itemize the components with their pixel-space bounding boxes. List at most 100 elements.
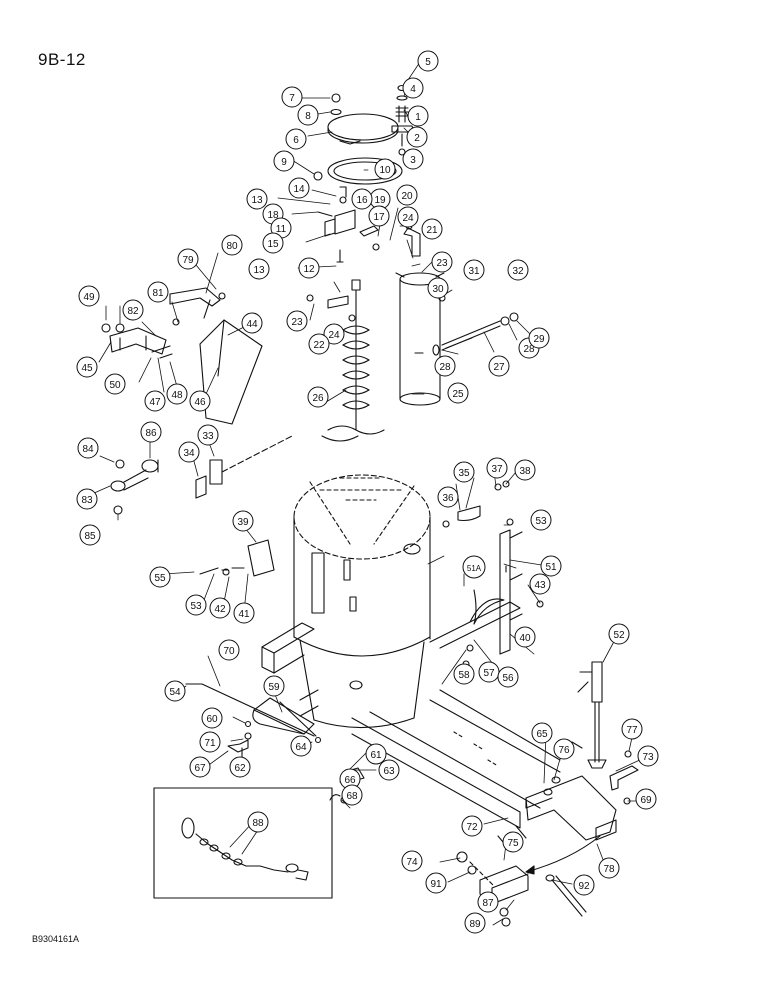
callout-circle: [397, 206, 419, 228]
callout-label: 51: [545, 562, 557, 573]
cable-55-54: [462, 589, 505, 668]
callout-label: 35: [458, 468, 470, 479]
callout-26: 26: [307, 386, 329, 408]
callout-label: 63: [383, 766, 395, 777]
callout-label: 59: [268, 682, 280, 693]
callout-label: 50: [109, 380, 121, 391]
callout-label: 37: [491, 464, 503, 475]
callout-4: 4: [402, 77, 424, 99]
callout-78: 78: [598, 857, 620, 879]
callout-14: 14: [288, 177, 310, 199]
callout-circle: [514, 459, 536, 481]
callout-circle: [281, 86, 303, 108]
callout-label: 41: [238, 609, 250, 620]
callout-circle: [477, 891, 499, 913]
callout-label: 17: [373, 212, 385, 223]
callout-39: 39: [232, 510, 254, 532]
callout-label: 30: [432, 284, 444, 295]
callout-circle: [488, 355, 510, 377]
callout-15: 15: [262, 232, 284, 254]
callout-label: 51A: [467, 564, 482, 573]
callout-circle: [553, 738, 575, 760]
callout-77: 77: [621, 718, 643, 740]
callout-circle: [401, 850, 423, 872]
callout-48: 48: [166, 383, 188, 405]
callout-label: 73: [642, 752, 654, 763]
callout-label: 78: [603, 864, 615, 875]
callout-circle: [79, 524, 101, 546]
callout-circle: [307, 386, 329, 408]
callout-label: 7: [289, 93, 295, 104]
callout-circle: [431, 251, 453, 273]
callout-circle: [201, 707, 223, 729]
callout-label: 11: [276, 224, 287, 235]
callout-circle: [637, 745, 659, 767]
callout-74: 74: [401, 850, 423, 872]
callout-83: 83: [76, 488, 98, 510]
callout-label: 43: [534, 580, 546, 591]
callout-circle: [77, 437, 99, 459]
callout-24: 24: [397, 206, 419, 228]
callout-89: 89: [464, 912, 486, 934]
callout-label: 32: [512, 266, 524, 277]
callout-circle: [233, 602, 255, 624]
callout-circle: [461, 815, 483, 837]
callout-label: 2: [414, 133, 420, 144]
callout-circle: [374, 158, 396, 180]
callout-circle: [104, 373, 126, 395]
callout-27: 27: [488, 355, 510, 377]
callout-label: 53: [190, 601, 202, 612]
callout-label: 79: [182, 255, 194, 266]
callout-75: 75: [502, 831, 524, 853]
bracket-79-80: [169, 287, 226, 319]
callout-circle: [396, 184, 418, 206]
callout-label: 12: [303, 264, 315, 275]
callout-circle: [635, 788, 657, 810]
page-number: 9B-12: [38, 50, 86, 69]
callout-label: 69: [640, 795, 652, 806]
callout-label: 38: [519, 466, 531, 477]
callout-circle: [290, 735, 312, 757]
callout-circle: [246, 188, 268, 210]
hardware-5-4-1-2-3: [391, 84, 415, 156]
callout-label: 71: [204, 738, 216, 749]
callout-28: 28: [434, 355, 456, 377]
callout-label: 66: [344, 775, 356, 786]
callout-label: 56: [502, 673, 514, 684]
callout-circle: [298, 257, 320, 279]
callout-circle: [434, 355, 456, 377]
callout-23: 23: [286, 310, 308, 332]
callout-label: 24: [328, 330, 340, 341]
callout-label: 72: [466, 822, 478, 833]
hopper-tank: [293, 474, 431, 729]
callout-circle: [189, 390, 211, 412]
callout-circle: [351, 188, 373, 210]
callout-35: 35: [453, 461, 475, 483]
chain-inset: [153, 787, 333, 899]
callout-label: 84: [82, 444, 94, 455]
callout-label: 81: [152, 288, 164, 299]
callout-circle: [273, 150, 295, 172]
callout-circle: [608, 623, 630, 645]
callout-label: 33: [202, 431, 214, 442]
callout-54: 54: [164, 680, 186, 702]
callout-label: 61: [370, 750, 382, 761]
callout-81: 81: [147, 281, 169, 303]
callout-label: 82: [127, 306, 139, 317]
callout-label: 18: [267, 210, 279, 221]
callout-92: 92: [573, 874, 595, 896]
callout-circle: [197, 424, 219, 446]
callout-17: 17: [368, 205, 390, 227]
callout-62: 62: [229, 756, 251, 778]
callout-82: 82: [122, 299, 144, 321]
callout-circle: [122, 299, 144, 321]
callout-label: 77: [626, 725, 638, 736]
callout-circle: [177, 248, 199, 270]
callout-label: 54: [169, 687, 181, 698]
callout-25: 25: [447, 382, 469, 404]
callout-circle: [407, 105, 429, 127]
callout-12: 12: [298, 257, 320, 279]
callout-label: 65: [536, 729, 548, 740]
callout-circle: [514, 626, 536, 648]
callout-label: 27: [493, 362, 505, 373]
